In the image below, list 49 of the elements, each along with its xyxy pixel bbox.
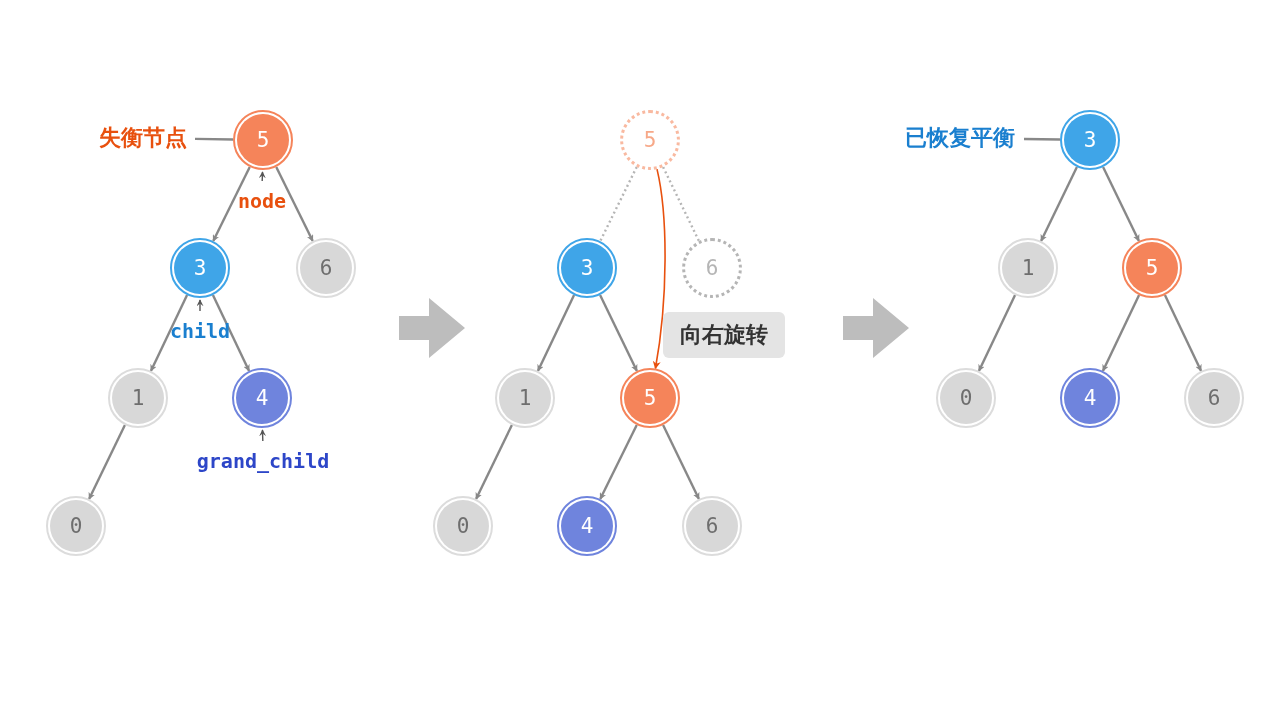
leader-line <box>194 137 234 141</box>
tree-node: 6 <box>682 496 742 556</box>
tree-edge <box>88 424 126 500</box>
tree-node: 1 <box>495 368 555 428</box>
tree-edge <box>662 424 700 500</box>
tree-node: 0 <box>46 496 106 556</box>
tree-node: 3 <box>170 238 230 298</box>
callout-label: 失衡节点 <box>91 123 195 153</box>
pointer-arrow <box>258 171 266 182</box>
tree-edge <box>662 166 700 242</box>
pointer-arrow <box>259 429 267 442</box>
tree-edge <box>599 166 638 242</box>
operation-badge: 向右旋转 <box>663 312 785 358</box>
tree-edge <box>1101 294 1141 372</box>
tree-node: 3 <box>1060 110 1120 170</box>
tree-node: 0 <box>433 496 493 556</box>
tree-node: 0 <box>936 368 996 428</box>
tree-node: 3 <box>557 238 617 298</box>
tree-node: 5 <box>620 368 680 428</box>
tree-node: 4 <box>232 368 292 428</box>
tree-edge <box>475 424 513 500</box>
tree-node: 5 <box>233 110 293 170</box>
tree-node: 6 <box>1184 368 1244 428</box>
pointer-label: grand_child <box>189 449 337 473</box>
tree-node: 4 <box>557 496 617 556</box>
tree-edge <box>212 166 251 242</box>
rotation-arrow <box>652 168 666 370</box>
pointer-arrow <box>196 299 204 312</box>
tree-edge <box>599 294 638 372</box>
tree-edge <box>1040 166 1078 242</box>
tree-node: 1 <box>108 368 168 428</box>
tree-node: 5 <box>1122 238 1182 298</box>
tree-edge <box>977 294 1017 372</box>
tree-node: 1 <box>998 238 1058 298</box>
tree-edge <box>149 294 189 372</box>
tree-edge <box>536 294 576 372</box>
tree-edge <box>1163 294 1203 372</box>
removed-node: 6 <box>682 238 742 298</box>
removed-node: 5 <box>620 110 680 170</box>
tree-edge <box>599 424 638 500</box>
pointer-label: node <box>233 189 291 213</box>
tree-node: 4 <box>1060 368 1120 428</box>
tree-edge <box>211 294 251 372</box>
leader-line <box>1023 137 1060 141</box>
pointer-label: child <box>165 319 235 343</box>
tree-edge <box>1102 166 1140 242</box>
callout-label: 已恢复平衡 <box>896 123 1024 153</box>
tree-node: 6 <box>296 238 356 298</box>
tree-edge <box>275 166 314 242</box>
